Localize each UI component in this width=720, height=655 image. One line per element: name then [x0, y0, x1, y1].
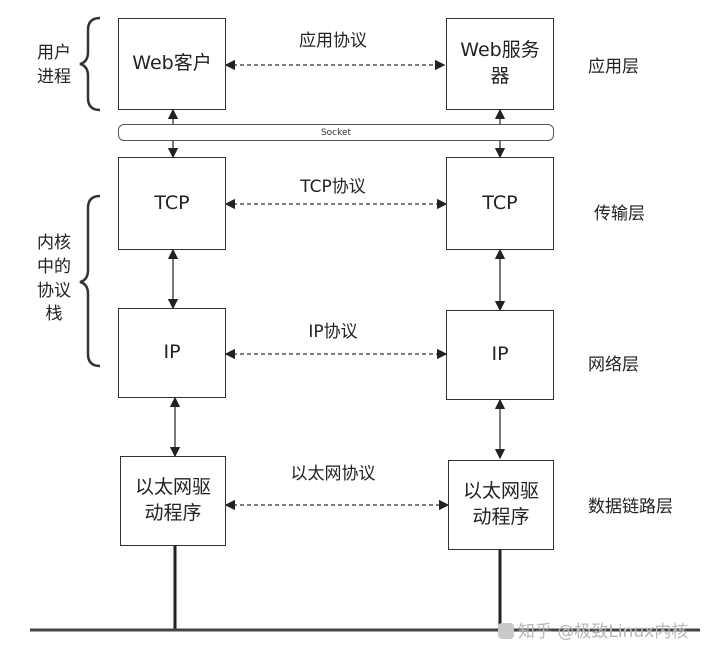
- kernel-protocol-stack-label: 内核中的协议栈: [37, 233, 71, 325]
- datalink-layer-label: 数据链路层: [588, 497, 673, 517]
- watermark: 知乎 @极致Linux内核: [498, 617, 688, 642]
- left-eth-driver-box: 以太网驱动程序: [120, 456, 226, 546]
- transport-layer-label: 传输层: [594, 204, 645, 224]
- left-tcp-box: TCP: [118, 157, 226, 250]
- user-process-brace: [79, 16, 101, 112]
- app-protocol-label: 应用协议: [299, 31, 367, 51]
- user-process-label: 用户进程: [37, 43, 71, 87]
- right-tcp-box: TCP: [446, 157, 554, 250]
- right-eth-driver-box: 以太网驱动程序: [448, 460, 554, 550]
- web-client-box: Web客户: [118, 18, 226, 110]
- web-server-box: Web服务器: [446, 18, 554, 110]
- network-layer-label: 网络层: [588, 355, 639, 375]
- right-ip-box: IP: [446, 310, 554, 400]
- socket-bar: Socket: [118, 124, 554, 141]
- kernel-stack-brace: [79, 194, 101, 368]
- ip-protocol-label: IP协议: [308, 322, 358, 342]
- tcp-protocol-label: TCP协议: [300, 177, 366, 197]
- left-ip-box: IP: [118, 308, 226, 398]
- application-layer-label: 应用层: [588, 57, 639, 77]
- zhihu-logo-icon: [498, 623, 514, 639]
- watermark-text: 知乎 @极致Linux内核: [518, 622, 689, 642]
- eth-protocol-label: 以太网协议: [290, 464, 376, 484]
